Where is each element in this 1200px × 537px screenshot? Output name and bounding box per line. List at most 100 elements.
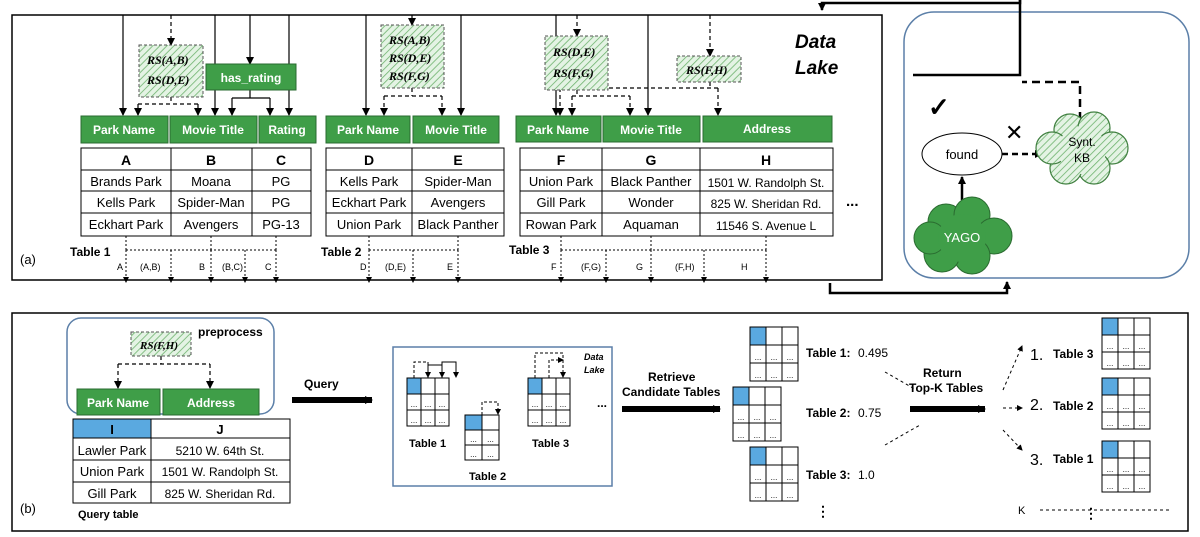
t2-semantic-park	[325, 115, 411, 144]
kb-frame	[903, 11, 1190, 279]
ranked-mini-table-3: ..................	[1101, 440, 1151, 493]
query-cell: 825 W. Sheridan Rd.	[165, 487, 276, 501]
t1-cell: Brands Park	[90, 174, 162, 189]
mini-cell-dots: ...	[1139, 359, 1146, 368]
candidate-mini-table-2: ..................	[732, 386, 782, 442]
mini-cell-dots: ...	[1123, 359, 1130, 368]
preprocess-links	[114, 356, 214, 389]
mini-cell-dots: ...	[787, 371, 794, 380]
lake-relation-arc	[427, 364, 445, 378]
return-label-1: Return	[923, 366, 962, 380]
query-cell: Union Park	[80, 464, 145, 479]
t1-semantic-park	[80, 115, 169, 144]
rank-3-num: 3.	[1030, 452, 1043, 469]
retrieve-label-1: Retrieve	[648, 370, 696, 384]
ranked-mini-table-1: ..................	[1101, 317, 1151, 370]
rs-box-3-line1: RS(D,E)	[552, 45, 595, 59]
mini-cell-dots: ...	[487, 450, 494, 459]
t1-header-b: B	[206, 152, 216, 168]
synt-kb-label-1: Synt.	[1068, 135, 1095, 149]
mini-cell-dots: ...	[1139, 482, 1146, 491]
mini-cell-dots: ...	[470, 450, 477, 459]
mini-cell-dots: ...	[439, 416, 446, 425]
mini-cell-dots: ...	[470, 435, 477, 444]
query-semantic-address	[162, 388, 260, 416]
preprocess-label: preprocess	[198, 325, 263, 339]
ranking-lines	[884, 345, 1023, 451]
t3-cell: 11546 S. Avenue L	[716, 219, 817, 233]
bottom-labels: A (A,B) B (B,C) C D (D,E) E F (F,G) G (F…	[117, 262, 748, 272]
mini-cell-dots: ...	[411, 416, 418, 425]
panel-a-label: (a)	[20, 252, 36, 267]
mini-cell-dots: ...	[754, 413, 761, 422]
t1-cell: Spider-Man	[177, 195, 244, 210]
t2-name: Table 2	[321, 245, 362, 259]
t2-semantic-movie-label: Movie Title	[425, 123, 487, 137]
feedback-line-top	[913, 0, 1022, 77]
t2-header-d: D	[364, 152, 374, 168]
bottom-label: C	[265, 262, 272, 272]
t1-cell: Avengers	[184, 217, 239, 232]
rs-box-4	[676, 55, 742, 83]
t3-name: Table 3	[509, 243, 550, 257]
mini-cell-dots: ...	[560, 416, 567, 425]
bottom-label: (D,E)	[385, 262, 406, 272]
t3-header-g: G	[646, 152, 657, 168]
lake-title-1: Data	[584, 352, 604, 362]
rs-box-2-line3: RS(F,G)	[388, 69, 430, 83]
feedback-line-top-out	[818, 0, 1022, 11]
candidate-1-name: Table 1:	[806, 346, 850, 360]
lake-title-2: Lake	[584, 365, 605, 375]
table3-grid	[519, 147, 834, 237]
mini-cell-dots: ...	[755, 371, 762, 380]
mini-cell-dots: ...	[1107, 342, 1114, 351]
kb-panel: ✓ found ✕ Synt. KB YAGO	[818, 0, 1190, 295]
t3-cell: 1501 W. Randolph St.	[708, 176, 825, 190]
table1-relations	[119, 15, 293, 116]
rank-1-name: Table 3	[1053, 347, 1094, 361]
t1-cell: Kells Park	[97, 195, 156, 210]
mini-cell-dots: ...	[425, 400, 432, 409]
mini-cell-dots: ...	[787, 491, 794, 500]
t2-cell: Spider-Man	[424, 174, 491, 189]
t2-cell: Black Panther	[418, 217, 500, 232]
t2-header-e: E	[453, 152, 462, 168]
rs-box-2-line1: RS(A,B)	[388, 33, 431, 47]
lake-mini-table-1: ..................	[406, 377, 450, 427]
lake-mini-table-3: ..................	[527, 377, 571, 427]
rs-box-4-line1: RS(F,H)	[685, 63, 727, 77]
t2-semantic-park-label: Park Name	[337, 123, 399, 137]
synt-kb-cloud	[1035, 111, 1129, 185]
rs-fh-box	[130, 331, 192, 357]
mini-cell-dots: ...	[1107, 419, 1114, 428]
data-lake-title-2: Lake	[795, 58, 839, 79]
t3-semantic-movie-label: Movie Title	[620, 123, 682, 137]
t3-semantic-park-label: Park Name	[527, 123, 589, 137]
bottom-label: (F,G)	[581, 262, 601, 272]
panel-b: (b) preprocess RS(F,H) Park Name Address…	[11, 312, 1189, 532]
candidate-vdots: ⋮	[816, 503, 830, 519]
mini-cell-dots: ...	[770, 413, 777, 422]
mini-cell-dots: ...	[755, 491, 762, 500]
rank-3-name: Table 1	[1053, 452, 1094, 466]
t3-semantic-address	[702, 115, 833, 143]
mini-cell-dots: ...	[738, 431, 745, 440]
mini-cell-dots: ...	[411, 400, 418, 409]
table2-relations	[362, 15, 465, 116]
panel-a: (a) Data Lake RS(A,B) RS(D,E) has_rating…	[11, 14, 883, 283]
data-lake-title-1: Data	[795, 32, 837, 53]
mini-cell-dots: ...	[1139, 402, 1146, 411]
t3-cell: Black Panther	[611, 174, 693, 189]
mini-cell-dots: ...	[754, 431, 761, 440]
lake-table-1-label: Table 1	[409, 438, 446, 450]
mini-cell-dots: ...	[787, 473, 794, 482]
mini-cell-dots: ...	[771, 473, 778, 482]
query-header-j: J	[216, 422, 223, 437]
rank-1-num: 1.	[1030, 347, 1043, 364]
check-icon: ✓	[928, 92, 950, 122]
candidate-mini-tables: ........................................…	[732, 326, 799, 502]
mini-cell-dots: ...	[787, 353, 794, 362]
lake-relation-arc	[413, 361, 431, 378]
t2-cell: Union Park	[337, 217, 402, 232]
panel-b-label: (b)	[20, 501, 36, 516]
